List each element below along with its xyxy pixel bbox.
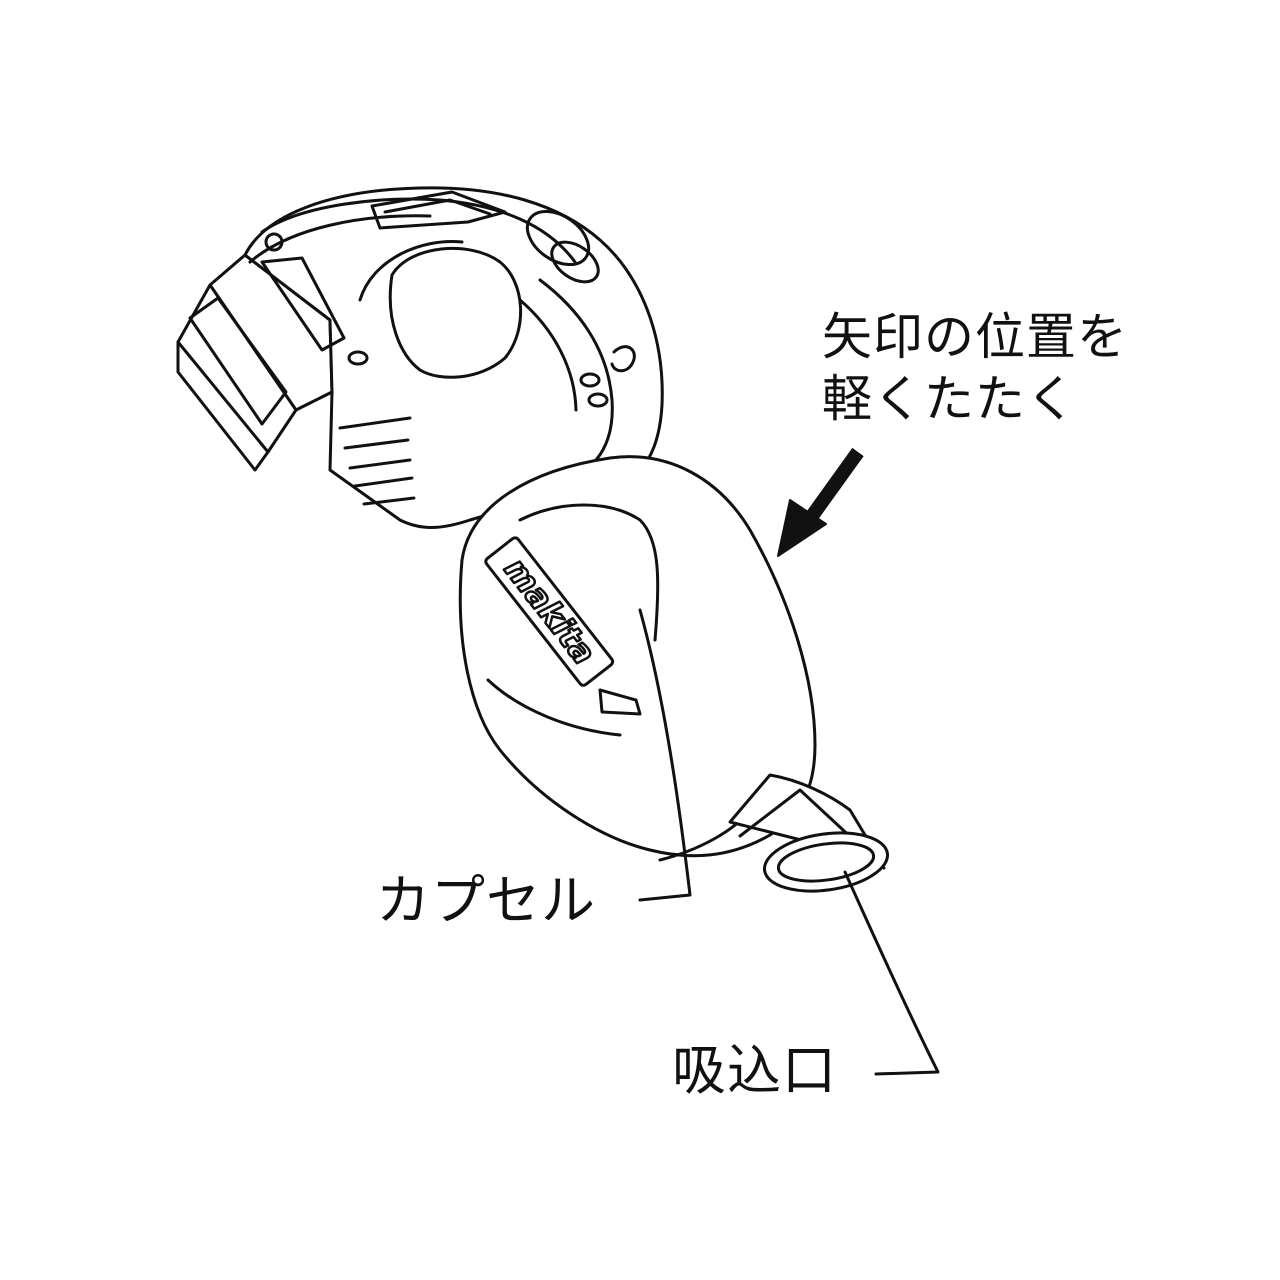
inlet-nozzle — [728, 773, 890, 893]
capsule — [458, 455, 817, 862]
instruction-label: 矢印の位置を 軽くたたく — [822, 306, 1128, 430]
capsule-label: カプセル — [376, 869, 596, 932]
instruction-line-1: 矢印の位置を — [822, 308, 1128, 366]
tap-arrow-icon — [777, 447, 864, 557]
instruction-line-2: 軽くたたく — [822, 370, 1077, 428]
inlet-label: 吸込口 — [672, 1039, 837, 1102]
vacuum-body — [243, 186, 664, 529]
battery-pack — [176, 253, 334, 472]
leader-lines — [638, 608, 940, 1076]
